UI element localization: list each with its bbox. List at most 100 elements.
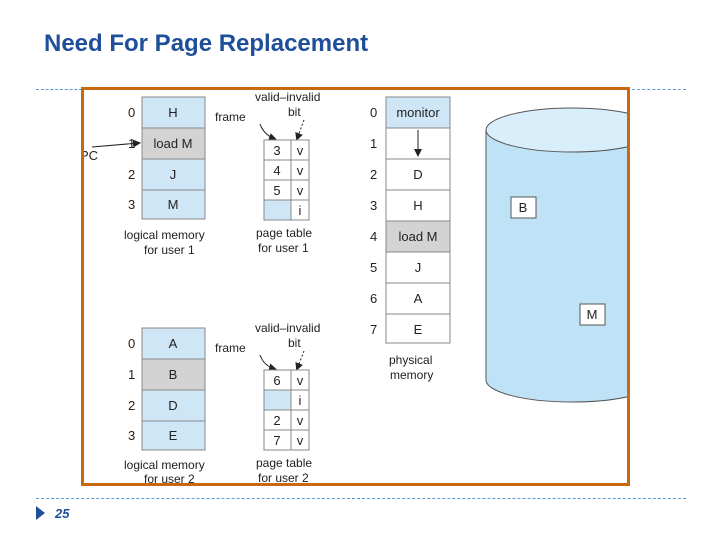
slide-title: Need For Page Replacement xyxy=(44,30,369,57)
user2-page-1-index: 1 xyxy=(128,367,135,382)
user1-pt-frame-0: 3 xyxy=(273,143,280,158)
user2-vi-arrow xyxy=(295,350,305,371)
user2-page-table: frame valid–invalid bit 6 2 7 v i v v pa… xyxy=(215,321,320,485)
user1-page-2-label: J xyxy=(170,167,177,182)
user1-page-0-cell xyxy=(141,96,206,129)
disk-item-m: M xyxy=(587,307,598,322)
user1-page-0-label: H xyxy=(168,105,177,120)
physical-memory: 0 1 2 3 4 5 6 7 monitor D H load M J A E… xyxy=(370,96,451,382)
phys-frame-4-label: load M xyxy=(398,229,437,244)
phys-frame-0-index: 0 xyxy=(370,105,377,120)
phys-frame-7-index: 7 xyxy=(370,322,377,337)
user2-page-3-index: 3 xyxy=(128,428,135,443)
user1-pt-bit-2: v xyxy=(297,183,304,198)
user2-logical-caption-line2: for user 2 xyxy=(144,472,195,483)
user2-pt-bit-0: v xyxy=(297,373,304,388)
user1-pt-caption-line2: for user 1 xyxy=(258,241,309,255)
disk-item-b: B xyxy=(519,200,528,215)
user2-page-0-index: 0 xyxy=(128,336,135,351)
phys-frame-5-index: 5 xyxy=(370,260,377,275)
user2-page-1-cell xyxy=(141,358,206,391)
phys-frame-4-cell xyxy=(385,220,451,253)
title-divider-right xyxy=(632,89,686,90)
phys-frame-2-cell xyxy=(385,158,451,191)
user1-pt-caption-line1: page table xyxy=(256,226,312,240)
phys-frame-3-cell xyxy=(385,189,451,222)
user1-page-1-cell xyxy=(141,127,206,160)
phys-frame-3-label: H xyxy=(413,198,422,213)
phys-frame-4-index: 4 xyxy=(370,229,377,244)
user2-page-2-cell xyxy=(141,389,206,422)
phys-frame-7-cell xyxy=(385,313,451,344)
pc-arrow xyxy=(91,139,141,148)
user1-vi-arrow xyxy=(295,119,305,141)
user1-logical-caption-line2: for user 1 xyxy=(144,243,195,257)
phys-frame-5-cell xyxy=(385,251,451,284)
user1-pt-bit-1: v xyxy=(297,163,304,178)
disk-item-b-box xyxy=(510,196,537,219)
user1-pt-frame-2: 5 xyxy=(273,183,280,198)
phys-frame-2-label: D xyxy=(413,167,422,182)
user1-logical-memory: 0 1 2 3 H load M J M logical memory for … xyxy=(124,96,206,257)
user1-page-3-label: M xyxy=(168,197,179,212)
phys-frame-2-index: 2 xyxy=(370,167,377,182)
disk-item-m-box xyxy=(579,303,606,326)
user1-page-table: frame valid–invalid bit 3 4 5 v v v i pa… xyxy=(215,90,320,255)
user2-vi-label-line1: valid–invalid xyxy=(255,321,320,335)
phys-caption-line2: memory xyxy=(390,368,433,382)
user2-page-0-label: A xyxy=(169,336,178,351)
user2-page-2-index: 2 xyxy=(128,398,135,413)
user1-pt-frame-1: 4 xyxy=(273,163,280,178)
user2-pt-frame-cell-1 xyxy=(263,389,292,411)
user1-vi-label-line1: valid–invalid xyxy=(255,90,320,104)
phys-frame-7-label: E xyxy=(414,322,423,337)
user2-pt-bit-1: i xyxy=(299,393,302,408)
figure-canvas: 0 1 2 3 H load M J M logical memory for … xyxy=(80,90,659,486)
user1-frame-label: frame xyxy=(215,110,246,124)
user2-pt-bit-cell-3 xyxy=(290,429,310,451)
user1-pt-frame-cell-3 xyxy=(263,199,292,221)
footer-bullet-icon xyxy=(36,506,45,520)
user1-page-1-label: load M xyxy=(153,136,192,151)
user2-logical-caption-line1: logical memory xyxy=(124,458,205,472)
user2-vi-label-line2: bit xyxy=(288,336,301,350)
phys-frame-3-index: 3 xyxy=(370,198,377,213)
user2-frame-arrow xyxy=(259,354,277,372)
user2-page-3-cell xyxy=(141,420,206,451)
user1-frame-arrow xyxy=(259,123,277,141)
phys-frame-6-label: A xyxy=(414,291,423,306)
user2-pt-frame-0: 6 xyxy=(273,373,280,388)
user2-pt-frame-2: 2 xyxy=(273,413,280,428)
user1-page-3-index: 3 xyxy=(128,197,135,212)
user2-pt-bit-2: v xyxy=(297,413,304,428)
user2-page-0-cell xyxy=(141,327,206,360)
pc-label: PC xyxy=(84,148,98,163)
phys-frame-0-label: monitor xyxy=(396,105,440,120)
user1-vi-label-line2: bit xyxy=(288,105,301,119)
phys-frame-1-index: 1 xyxy=(370,136,377,151)
phys-frame-5-label: J xyxy=(415,260,422,275)
user2-pt-bit-3: v xyxy=(297,433,304,448)
user2-pt-caption-line2: for user 2 xyxy=(258,471,309,483)
footer-divider xyxy=(36,498,686,499)
disk-body xyxy=(485,130,659,403)
phys-caption-line1: physical xyxy=(389,353,432,367)
phys-frame-6-cell xyxy=(385,282,451,315)
page-replacement-figure: 0 1 2 3 H load M J M logical memory for … xyxy=(80,87,659,486)
user2-page-3-label: E xyxy=(169,428,178,443)
page-number: 25 xyxy=(55,506,70,521)
phys-frame-6-index: 6 xyxy=(370,291,377,306)
user1-page-2-index: 2 xyxy=(128,167,135,182)
user2-page-1-label: B xyxy=(169,367,178,382)
user1-pt-bit-3: i xyxy=(299,203,302,218)
user2-page-2-label: D xyxy=(168,398,177,413)
user1-page-3-cell xyxy=(141,189,206,220)
user1-pt-bit-0: v xyxy=(297,143,304,158)
user1-logical-caption-line1: logical memory xyxy=(124,228,205,242)
phys-frame-0-cell xyxy=(385,96,451,129)
title-divider-left xyxy=(36,89,82,90)
user2-pt-caption-line1: page table xyxy=(256,456,312,470)
backing-store-disk: B M xyxy=(485,107,659,403)
user2-logical-memory: 0 1 2 3 A B D E logical memory for user … xyxy=(124,327,206,486)
user1-page-0-index: 0 xyxy=(128,105,135,120)
